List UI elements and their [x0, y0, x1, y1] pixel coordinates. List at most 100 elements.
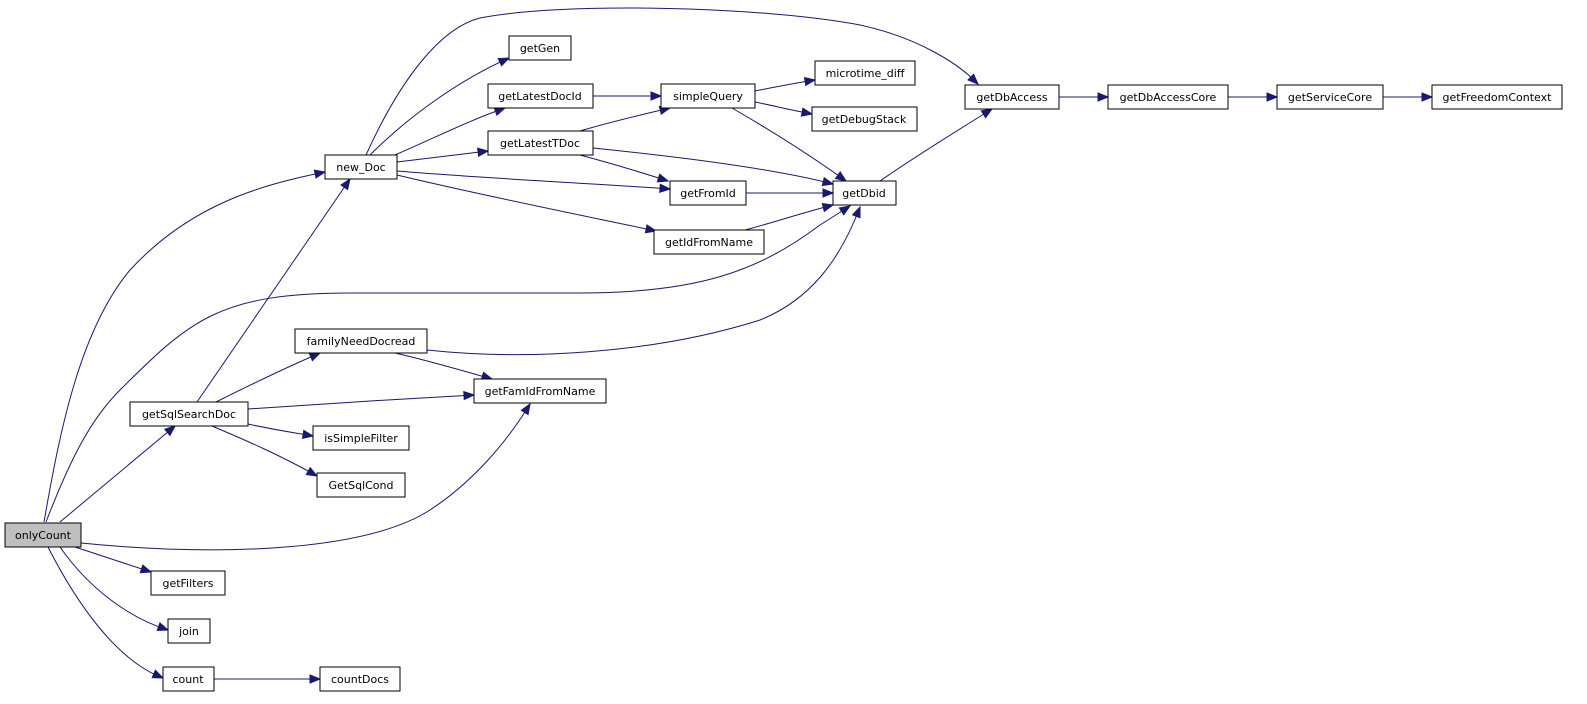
- node-getFromId[interactable]: getFromId: [669, 180, 747, 206]
- node-getDebugStack[interactable]: getDebugStack: [811, 106, 918, 132]
- edge-line: [365, 7, 979, 156]
- edge-line: [80, 403, 531, 551]
- node-new_Doc[interactable]: new_Doc: [324, 154, 398, 180]
- node-isSimpleFilter[interactable]: isSimpleFilter: [312, 425, 410, 451]
- node-label: getLatestTDoc: [500, 137, 580, 150]
- arrowhead-icon: [156, 622, 170, 632]
- arrowhead-icon: [980, 108, 994, 119]
- edge-line: [579, 154, 669, 182]
- edge-line: [43, 171, 326, 523]
- node-getSqlSearchDoc[interactable]: getSqlSearchDoc: [129, 401, 249, 427]
- edge-getDbAccessCore-to-getServiceCore: [1228, 92, 1279, 102]
- edge-getSqlSearchDoc-to-GetSqlCond: [211, 425, 319, 477]
- edge-line: [879, 108, 993, 182]
- node-simpleQuery[interactable]: simpleQuery: [660, 83, 756, 109]
- node-getDbAccess[interactable]: getDbAccess: [964, 84, 1060, 110]
- arrowhead-icon: [821, 203, 835, 213]
- node-label: getDbid: [842, 187, 886, 200]
- arrowhead-icon: [301, 429, 315, 439]
- edge-line: [744, 204, 834, 231]
- edge-getLatestTDoc-to-getDbid: [592, 147, 835, 187]
- arrowhead-icon: [520, 402, 531, 416]
- edge-getLatestTDoc-to-getFromId: [579, 154, 670, 183]
- edge-line: [59, 425, 176, 523]
- node-getFamIdFromName[interactable]: getFamIdFromName: [473, 378, 607, 404]
- node-getIdFromName[interactable]: getIdFromName: [653, 229, 765, 255]
- arrowhead-icon: [822, 188, 835, 198]
- node-countDocs[interactable]: countDocs: [319, 666, 401, 692]
- edge-line: [396, 150, 489, 163]
- edge-line: [369, 57, 510, 156]
- edge-new_Doc-to-getFromId: [396, 170, 672, 194]
- node-label: familyNeedDocread: [307, 335, 416, 348]
- edge-getSqlSearchDoc-to-isSimpleFilter: [247, 423, 315, 439]
- arrowhead-icon: [659, 183, 672, 194]
- node-getFilters[interactable]: getFilters: [150, 570, 226, 596]
- arrowhead-icon: [838, 205, 852, 216]
- edge-onlyCount-to-getFamIdFromName: [80, 402, 531, 551]
- arrowhead-icon: [800, 107, 814, 117]
- arrowhead-icon: [151, 669, 165, 679]
- edge-line: [59, 546, 169, 631]
- edge-onlyCount-to-getDbid: [45, 205, 852, 523]
- arrowhead-icon: [1266, 92, 1279, 102]
- arrowhead-icon: [163, 425, 177, 437]
- edge-line: [394, 352, 493, 380]
- arrowhead-icon: [340, 177, 351, 191]
- node-label: onlyCount: [15, 529, 72, 542]
- node-familyNeedDocread[interactable]: familyNeedDocread: [294, 328, 428, 354]
- edge-line: [394, 107, 506, 156]
- edge-getIdFromName-to-getDbid: [744, 203, 835, 231]
- edge-new_Doc-to-getGen: [369, 57, 511, 156]
- arrowhead-icon: [656, 173, 670, 183]
- node-getDbAccessCore[interactable]: getDbAccessCore: [1107, 84, 1229, 110]
- node-getLatestTDoc[interactable]: getLatestTDoc: [487, 130, 594, 156]
- edge-familyNeedDocread-to-getDbid: [426, 205, 861, 356]
- node-label: simpleQuery: [673, 90, 743, 103]
- edge-familyNeedDocread-to-getFamIdFromName: [394, 352, 494, 381]
- edge-new_Doc-to-getLatestTDoc: [396, 147, 490, 163]
- arrowhead-icon: [309, 674, 322, 684]
- edge-line: [396, 170, 671, 190]
- edge-getServiceCore-to-getFreedomContext: [1383, 92, 1434, 102]
- edge-getLatestDocId-to-simpleQuery: [593, 91, 663, 101]
- edge-count-to-countDocs: [214, 674, 322, 684]
- edge-onlyCount-to-getSqlSearchDoc: [59, 425, 177, 523]
- node-label: getFromId: [680, 187, 736, 200]
- node-label: countDocs: [331, 673, 389, 686]
- node-GetSqlCond[interactable]: GetSqlCond: [316, 472, 406, 498]
- node-getLatestDocId[interactable]: getLatestDocId: [487, 83, 594, 109]
- edge-simpleQuery-to-microtime_diff: [754, 76, 817, 92]
- node-count[interactable]: count: [162, 666, 215, 692]
- node-getFreedomContext[interactable]: getFreedomContext: [1431, 84, 1563, 110]
- edge-new_Doc-to-getIdFromName: [396, 174, 658, 234]
- node-getDbid[interactable]: getDbid: [832, 180, 897, 206]
- arrowhead-icon: [821, 176, 835, 187]
- node-label: isSimpleFilter: [324, 432, 398, 445]
- node-join[interactable]: join: [167, 618, 211, 644]
- node-label: getSqlSearchDoc: [142, 408, 236, 421]
- node-label: getServiceCore: [1288, 91, 1372, 104]
- edge-line: [74, 546, 152, 573]
- edge-getLatestTDoc-to-simpleQuery: [579, 105, 672, 132]
- edge-onlyCount-to-getFilters: [74, 546, 153, 574]
- edge-line: [196, 178, 351, 403]
- edge-line: [215, 352, 321, 403]
- call-edges: [43, 7, 1434, 684]
- edge-line: [396, 174, 657, 232]
- node-onlyCount[interactable]: onlyCount: [4, 522, 82, 548]
- arrowhead-icon: [463, 390, 476, 401]
- call-nodes: onlyCount new_Doc getGen getLatestDocId …: [4, 35, 1563, 692]
- node-getGen[interactable]: getGen: [508, 35, 572, 61]
- node-microtime_diff[interactable]: microtime_diff: [814, 60, 916, 86]
- node-label: getDbAccessCore: [1120, 91, 1217, 104]
- edge-line: [579, 107, 671, 132]
- node-label: getFilters: [162, 577, 213, 590]
- node-getServiceCore[interactable]: getServiceCore: [1276, 84, 1384, 110]
- edge-onlyCount-to-new_Doc: [43, 169, 327, 523]
- arrowhead-icon: [305, 466, 319, 477]
- node-label: getFreedomContext: [1443, 91, 1553, 104]
- edge-line: [45, 205, 851, 523]
- edge-line: [731, 107, 847, 182]
